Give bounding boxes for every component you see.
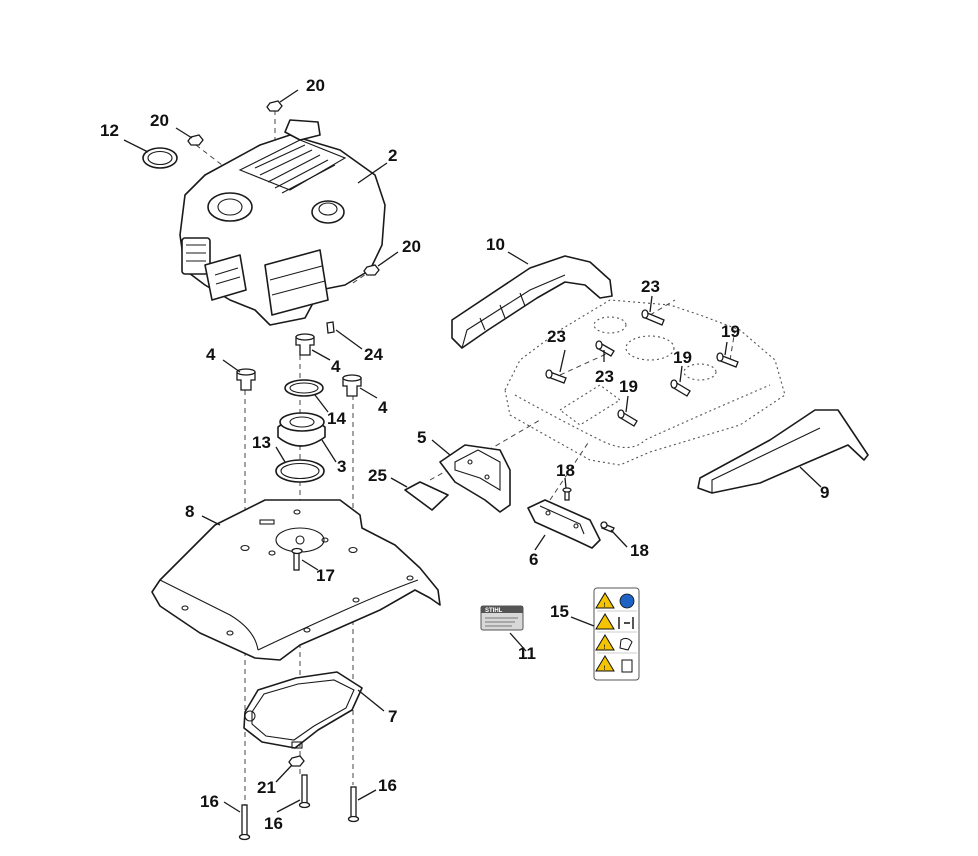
bolts-16 — [238, 774, 360, 841]
label-8: 8 — [185, 502, 194, 521]
pin-24 — [326, 321, 335, 334]
label-19-a: 19 — [721, 322, 740, 341]
o-ring-14 — [284, 379, 324, 397]
warning-triangle-icon: ! ! ! — [595, 592, 615, 672]
label-16-c: 16 — [378, 776, 397, 795]
handle-6 — [527, 499, 601, 549]
label-5: 5 — [417, 428, 426, 447]
label-16-a: 16 — [200, 792, 219, 811]
pad-25 — [404, 481, 449, 511]
label-21: 21 — [257, 778, 276, 797]
label-12: 12 — [100, 121, 119, 140]
nuts-20 — [187, 100, 380, 276]
callout-labels: 12 20 20 2 20 24 4 4 4 14 3 13 8 17 7 21… — [100, 76, 829, 833]
mandatory-icon — [619, 593, 635, 609]
label-25: 25 — [368, 466, 387, 485]
bumper-9 — [697, 409, 869, 494]
lower-cover-8 — [151, 499, 441, 661]
label-7: 7 — [388, 707, 397, 726]
bracket-5 — [439, 444, 511, 513]
nut-21 — [288, 755, 305, 767]
svg-text:!: ! — [604, 666, 606, 672]
label-19-c: 19 — [619, 377, 638, 396]
bushings-4 — [236, 333, 362, 397]
label-23-a: 23 — [641, 277, 660, 296]
label-15: 15 — [550, 602, 569, 621]
svg-text:!: ! — [604, 603, 606, 609]
label-20-c: 20 — [402, 237, 421, 256]
engine — [179, 119, 386, 326]
bumper-10 — [451, 255, 613, 349]
label-4-c: 4 — [378, 398, 388, 417]
nameplate-brand: STIHL — [485, 608, 503, 614]
warning-decal-15: ! ! ! — [593, 587, 640, 681]
label-10: 10 — [486, 235, 505, 254]
label-2: 2 — [388, 146, 397, 165]
label-20-a: 20 — [150, 111, 169, 130]
label-6: 6 — [529, 550, 538, 569]
label-3: 3 — [337, 457, 346, 476]
label-23-c: 23 — [595, 367, 614, 386]
label-13: 13 — [252, 433, 271, 452]
label-4-a: 4 — [206, 345, 216, 364]
label-20-b: 20 — [306, 76, 325, 95]
o-ring-13 — [275, 459, 325, 483]
label-18-a: 18 — [556, 461, 575, 480]
screws-23-19 — [545, 309, 739, 427]
leader-lines — [123, 89, 822, 813]
label-19-b: 19 — [673, 348, 692, 367]
label-24: 24 — [364, 345, 383, 364]
base-plate-7 — [243, 671, 363, 749]
rear-housing-outline — [504, 299, 786, 466]
label-18-b: 18 — [630, 541, 649, 560]
svg-text:!: ! — [604, 645, 606, 651]
nameplate-11: STIHL — [480, 605, 524, 631]
label-23-b: 23 — [547, 327, 566, 346]
label-14: 14 — [327, 409, 346, 428]
label-17: 17 — [316, 566, 335, 585]
screw-17 — [291, 547, 303, 571]
o-ring-12 — [142, 147, 178, 169]
label-11: 11 — [518, 644, 536, 663]
label-9: 9 — [820, 483, 829, 502]
label-16-b: 16 — [264, 814, 283, 833]
collar-3 — [277, 412, 326, 447]
label-4-b: 4 — [331, 357, 341, 376]
